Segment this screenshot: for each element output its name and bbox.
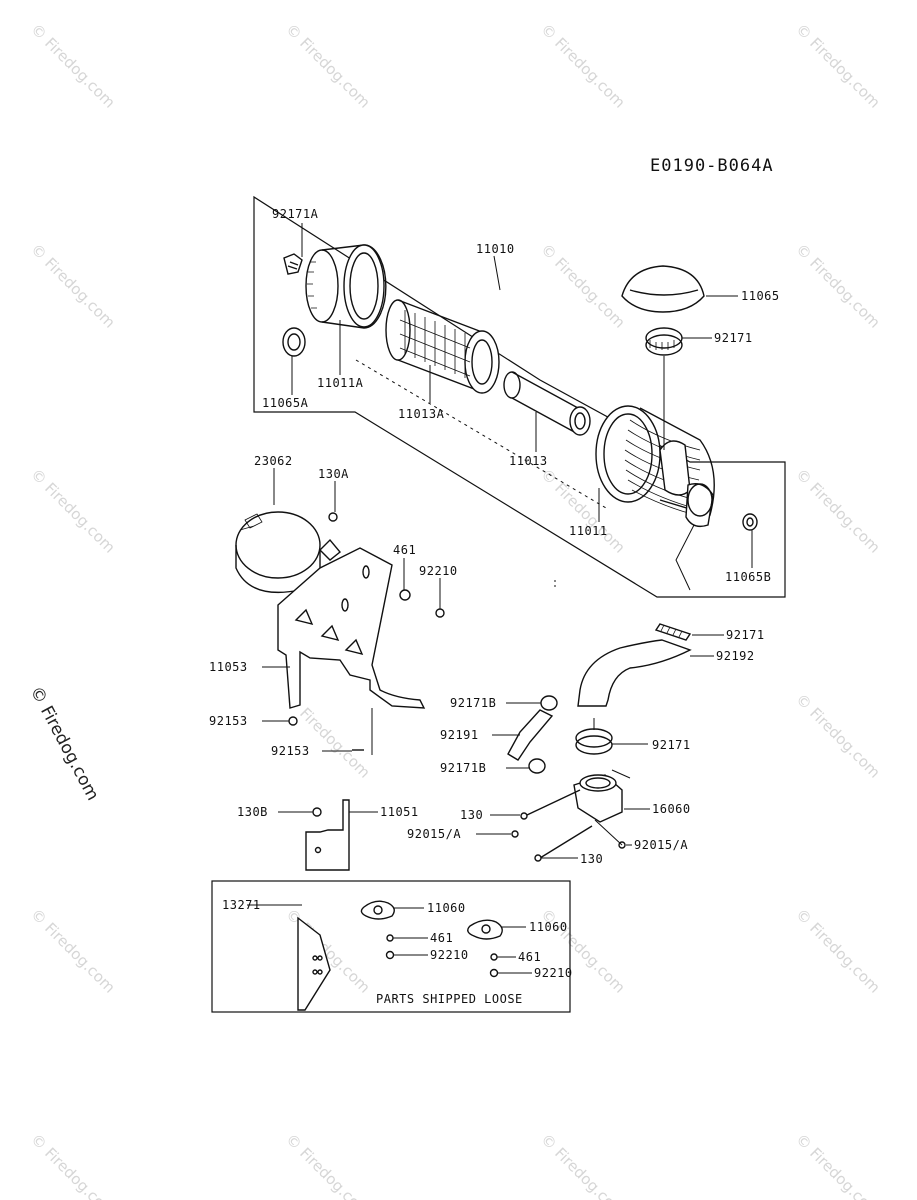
label-92171A: 92171A (272, 207, 319, 221)
label-130-b: 130 (580, 852, 603, 866)
nut-92210-a (385, 950, 428, 960)
watermark-grid: © Firedog.com © Firedog.com © Firedog.co… (27, 20, 884, 1200)
hose-clamp-92171-top (645, 327, 712, 450)
label-92171-mid: 92171 (726, 628, 765, 642)
bolt-130A (328, 481, 338, 522)
bracket-11051 (305, 799, 378, 871)
label-92210-b: 92210 (534, 966, 573, 980)
side-watermark: © Firedog.com (26, 683, 103, 804)
label-92015A-b: 92015/A (634, 838, 688, 852)
air-cleaner-assembly-outline (253, 195, 786, 598)
label-11065A: 11065A (262, 396, 309, 410)
nut-92210-b (489, 968, 532, 978)
cap-11065B (742, 513, 758, 568)
spacer-461-b (490, 953, 516, 961)
label-11013A: 11013A (398, 407, 445, 421)
watermark: © Firedog.com (537, 20, 629, 112)
label-11060-a: 11060 (427, 901, 466, 915)
label-92171B-a: 92171B (450, 696, 496, 710)
watermark: © Firedog.com (27, 1130, 119, 1200)
clamp-92171B-a (506, 695, 558, 711)
air-cleaner-housing-11011 (595, 405, 715, 528)
label-92191: 92191 (440, 728, 479, 742)
band-23062 (235, 468, 341, 594)
filter-element-11013A (385, 299, 500, 403)
label-11065: 11065 (741, 289, 780, 303)
watermark: © Firedog.com (792, 690, 884, 782)
nut-92210-top (435, 578, 445, 618)
watermark: © Firedog.com (792, 20, 884, 112)
label-130A: 130A (318, 467, 349, 481)
spacer-461-a (386, 934, 428, 942)
cap-11065A (282, 327, 306, 395)
label-92192: 92192 (716, 649, 755, 663)
watermark: © Firedog.com (792, 240, 884, 332)
label-11051: 11051 (380, 805, 419, 819)
watermark: © Firedog.com (27, 240, 119, 332)
label-461-a: 461 (430, 931, 453, 945)
label-11011: 11011 (569, 524, 608, 538)
bolt-130-a (490, 789, 581, 820)
label-130-a: 130 (460, 808, 483, 822)
label-92153-a: 92153 (209, 714, 248, 728)
loose-parts-caption: PARTS SHIPPED LOOSE (376, 992, 523, 1006)
loose-parts-box (211, 880, 571, 1013)
hose-clamp-92171-low (575, 718, 648, 755)
watermark: © Firedog.com (282, 905, 374, 997)
washer-92015A-b (594, 819, 632, 849)
centerline (675, 524, 695, 591)
label-11060-b: 11060 (529, 920, 568, 934)
watermark: © Firedog.com (537, 240, 629, 332)
label-11010: 11010 (476, 242, 515, 256)
watermark: © Firedog.com (537, 905, 629, 997)
label-92171-low: 92171 (652, 738, 691, 752)
clip-92171A (283, 223, 303, 275)
label-92210-top: 92210 (419, 564, 458, 578)
watermark: © Firedog.com (282, 1130, 374, 1200)
hose-clamp-92171-mid (654, 623, 724, 641)
label-92153-b: 92153 (271, 744, 310, 758)
hose-92192 (577, 639, 714, 707)
bolt-130-b (534, 825, 593, 862)
spacer-461-top (399, 558, 411, 601)
bolt-92153-a (262, 716, 298, 726)
plate-13271 (247, 904, 331, 1011)
label-92210-a: 92210 (430, 948, 469, 962)
watermark: © Firedog.com (282, 20, 374, 112)
washer-92015A-a (476, 830, 519, 838)
end-cap-11011A (305, 244, 387, 375)
watermark: © Firedog.com (27, 20, 119, 112)
bracket-11053 (262, 547, 426, 709)
hose-92191 (492, 709, 554, 761)
gasket-11060-a (360, 900, 424, 920)
label-92015A-a: 92015/A (407, 827, 461, 841)
bolt-92153-b (322, 708, 373, 755)
label-11053: 11053 (209, 660, 248, 674)
label-13271: 13271 (222, 898, 261, 912)
label-461-top: 461 (393, 543, 416, 557)
watermark: © Firedog.com (792, 1130, 884, 1200)
watermark: © Firedog.com (792, 905, 884, 997)
gasket-11060-b (467, 919, 526, 940)
watermark: © Firedog.com (27, 905, 119, 997)
clamp-92171B-b (506, 758, 546, 774)
label-11013: 11013 (509, 454, 548, 468)
label-16060: 16060 (652, 802, 691, 816)
label-11065B: 11065B (725, 570, 771, 584)
filter-element-11013 (503, 371, 591, 452)
watermark: © Firedog.com (537, 1130, 629, 1200)
elbow-16060 (573, 769, 650, 823)
label-11011A: 11011A (317, 376, 364, 390)
label-92171B-b: 92171B (440, 761, 486, 775)
bolt-130B (278, 807, 322, 817)
label-130B: 130B (237, 805, 268, 819)
watermark: © Firedog.com (27, 465, 119, 557)
label-92171-top: 92171 (714, 331, 753, 345)
diagram-id: E0190-B064A (650, 156, 774, 176)
label-23062: 23062 (254, 454, 293, 468)
cap-11065 (621, 265, 738, 313)
watermark: © Firedog.com (792, 465, 884, 557)
label-461-b: 461 (518, 950, 541, 964)
